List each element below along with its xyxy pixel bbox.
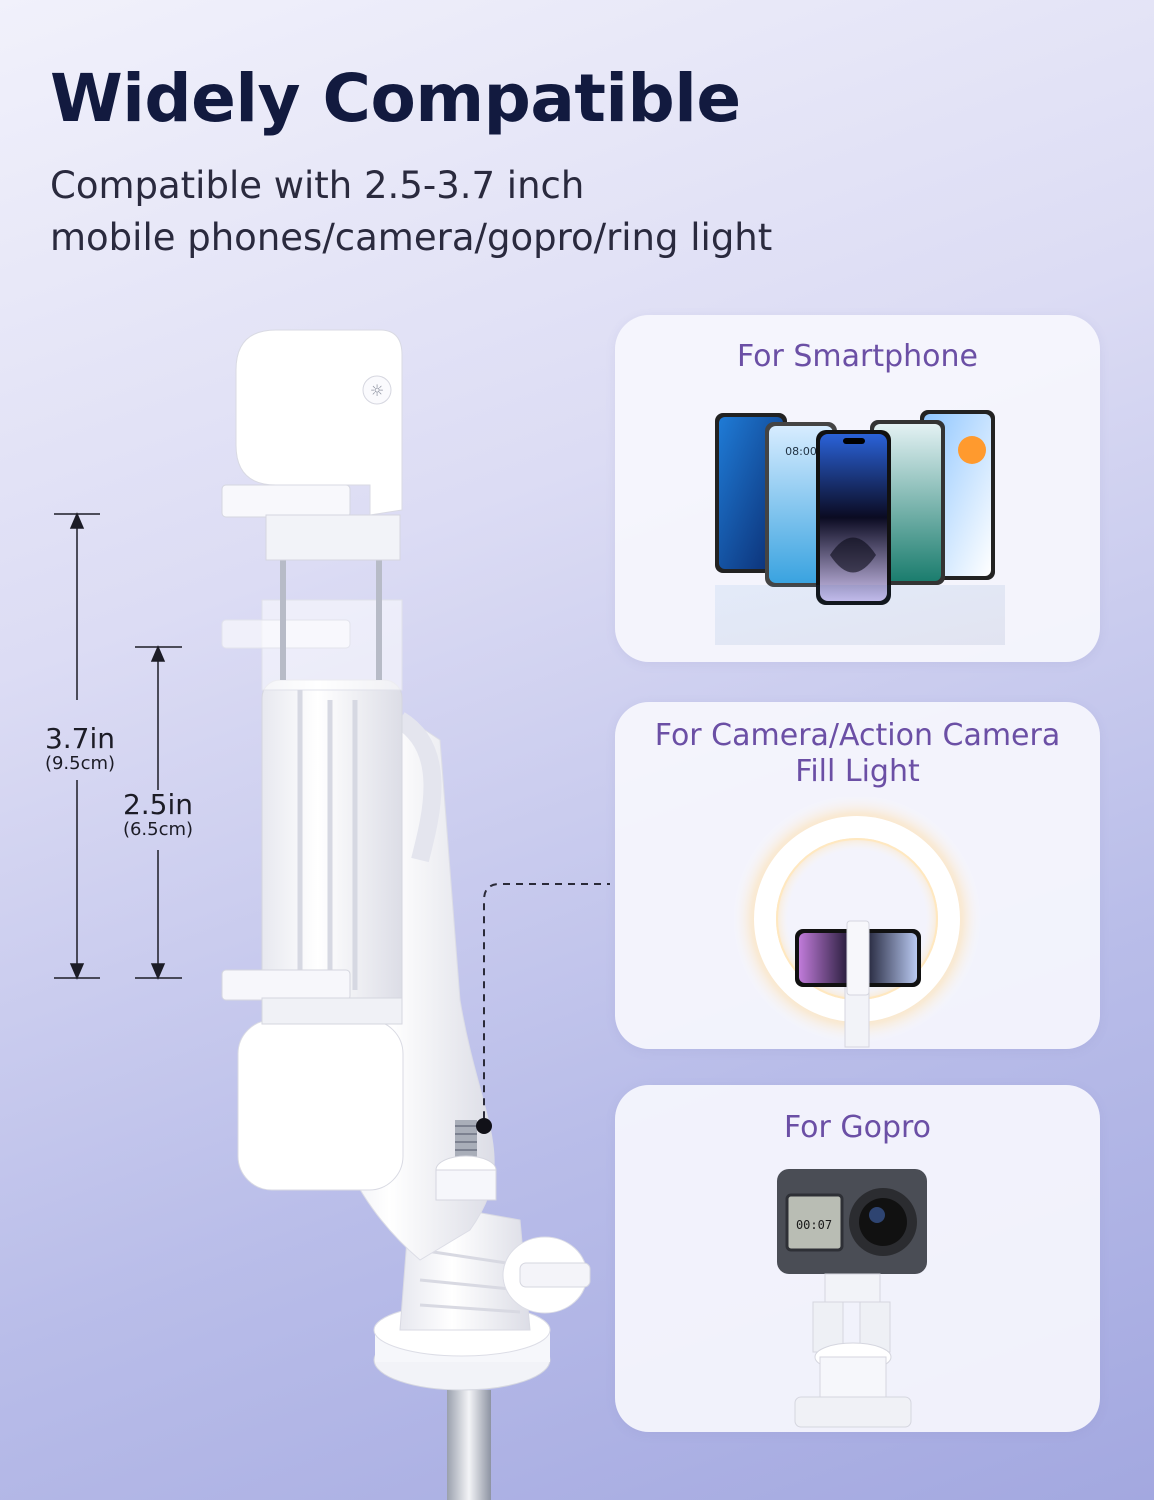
upper-clamp-jaw	[221, 484, 351, 518]
camera-card: For Camera/Action Camera Fill Light	[615, 702, 1100, 1049]
page-title: Widely Compatible	[50, 60, 741, 137]
max-size-cm: (9.5cm)	[44, 753, 116, 774]
min-size-label: 2.5in (6.5cm)	[108, 790, 208, 840]
camera-card-title-line-2: Fill Light	[795, 754, 920, 789]
pole	[447, 1390, 491, 1500]
upper-fill-light	[235, 329, 403, 516]
gopro-screen-time: 00:07	[796, 1218, 832, 1232]
brightness-icon: ☼	[370, 381, 384, 400]
page-subtitle: Compatible with 2.5-3.7 inch mobile phon…	[50, 160, 772, 264]
dashed-connector	[483, 883, 610, 1120]
min-size-cm: (6.5cm)	[122, 819, 194, 840]
smartphones-image: 08:00	[715, 410, 1005, 645]
gopro-image: 00:07	[777, 1169, 927, 1428]
smartphone-card: For Smartphone 08:00	[615, 315, 1100, 662]
max-size-label: 3.7in (9.5cm)	[30, 724, 130, 774]
selfie-stick-illustration: ☼	[54, 329, 610, 1500]
subtitle-line-2: mobile phones/camera/gopro/ring light	[50, 216, 773, 259]
subtitle-line-1: Compatible with 2.5-3.7 inch	[50, 164, 585, 207]
phone-clock: 08:00	[785, 445, 817, 458]
ring-light-image	[732, 797, 982, 1048]
max-size-inches: 3.7in	[44, 722, 116, 755]
lower-clamp-jaw	[221, 969, 351, 1001]
gopro-card-title: For Gopro	[783, 1110, 932, 1145]
camera-card-title: For Camera/Action Camera Fill Light	[615, 718, 1100, 790]
min-size-inches: 2.5in	[122, 788, 194, 821]
lower-fill-light	[237, 1019, 404, 1191]
camera-card-title-line-1: For Camera/Action Camera	[654, 718, 1061, 753]
smartphone-card-title: For Smartphone	[736, 339, 979, 374]
gopro-card: For Gopro 00:07	[615, 1085, 1100, 1432]
dimension-lines	[54, 512, 182, 980]
